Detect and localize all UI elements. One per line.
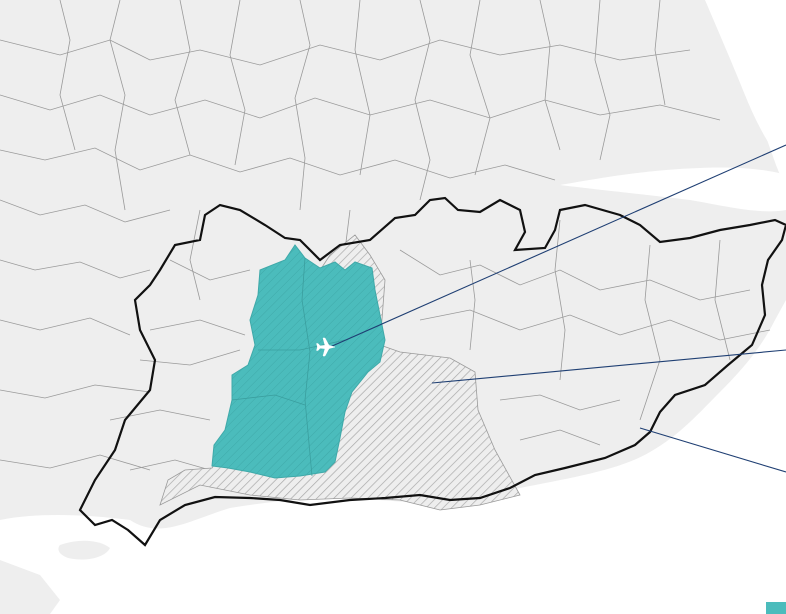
north-sea-east — [705, 0, 786, 165]
callout-lines — [329, 144, 786, 473]
callout-line-top — [329, 144, 786, 348]
legend-swatch — [766, 602, 786, 614]
isle-of-wight — [58, 540, 110, 560]
airplane-icon — [316, 337, 336, 357]
highlighted-area — [211, 244, 386, 479]
callout-line-middle — [431, 349, 786, 384]
thames-estuary — [560, 167, 786, 212]
english-channel — [0, 300, 786, 614]
legend: C — [766, 602, 786, 614]
callout-line-bottom — [639, 427, 786, 473]
coast-southwest — [0, 560, 60, 614]
highlighted-area-boundaries — [231, 257, 346, 477]
region-outline — [78, 196, 786, 547]
district-boundaries — [0, 0, 771, 471]
